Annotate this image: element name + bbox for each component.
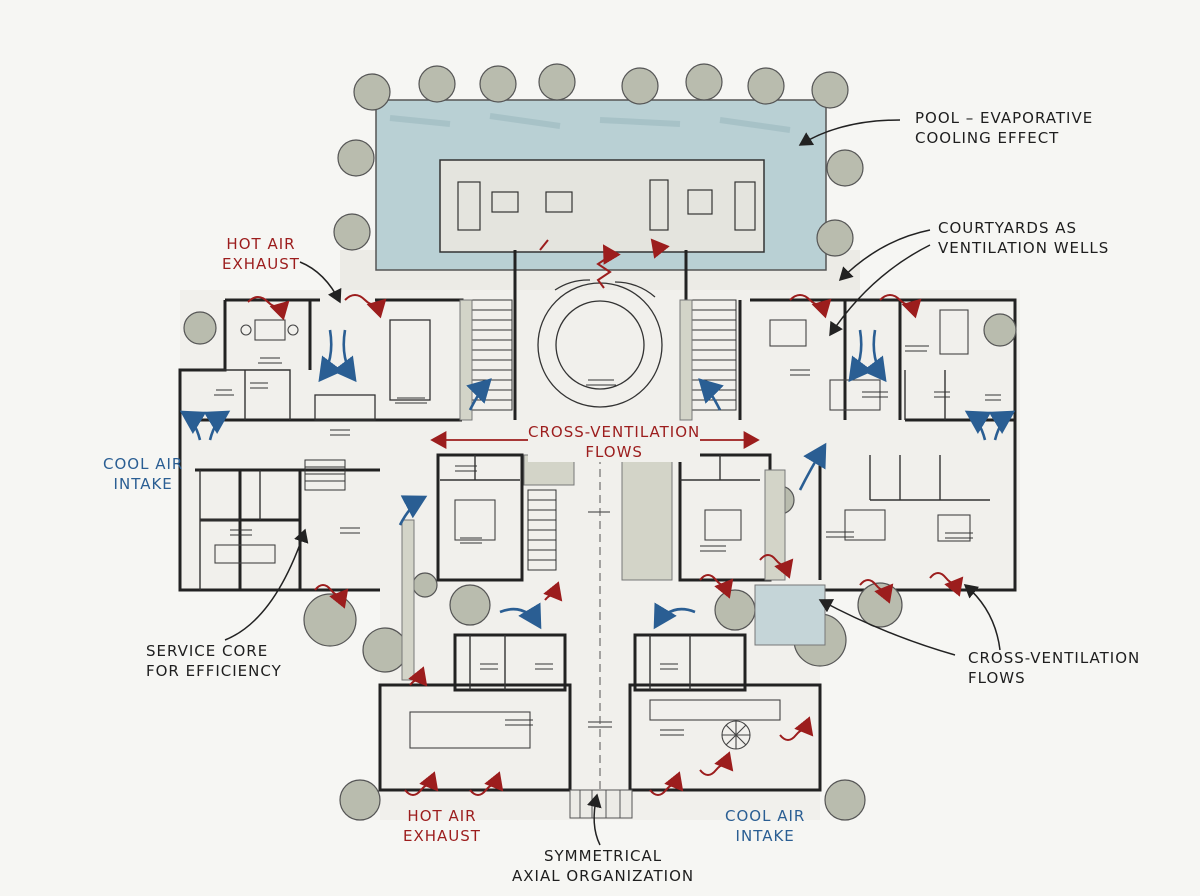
tree-icon [412, 572, 438, 598]
tree-icon [747, 67, 785, 105]
service-core-line1: SERVICE CORE [146, 642, 269, 660]
leader-arrow-icon [224, 528, 309, 641]
service-core-line2: FOR EFFICIENCY [146, 662, 282, 680]
furniture [214, 309, 971, 750]
hot-air-top-line2: EXHAUST [222, 255, 300, 273]
cross-ventilation-right-label: CROSS-VENTILATION FLOWS [968, 648, 1140, 688]
tree-icon [333, 213, 371, 251]
leader-arrow-icon [829, 244, 931, 337]
hot-air-arrow-icon [649, 771, 684, 796]
courtyards-label: COURTYARDS AS VENTILATION WELLS [938, 218, 1109, 258]
cross-ventilation-center-label: CROSS-VENTILATION FLOWS [528, 422, 701, 462]
pool [375, 99, 827, 271]
leader-arrow-icon [818, 599, 956, 656]
symmetrical-axial-label: SYMMETRICAL AXIAL ORGANIZATION [512, 846, 694, 886]
cool-air-arrow-icon [398, 495, 428, 526]
tree-icon [418, 65, 456, 103]
cool-air-arrow-icon [466, 378, 492, 411]
leader-arrow-icon [299, 261, 342, 304]
symmetrical-line1: SYMMETRICAL [543, 847, 663, 865]
cool-air-arrow-icon [332, 329, 357, 383]
cool-air-left-line1: COOL AIR [103, 455, 184, 473]
hot-air-arrow-icon [699, 574, 734, 599]
hot-air-arrow-icon [779, 716, 814, 741]
cross-vent-center-line1: CROSS-VENTILATION [528, 423, 701, 441]
hot-air-top-line1: HOT AIR [226, 235, 296, 253]
cool-air-arrow-icon [798, 442, 827, 491]
hot-air-arrow-icon [344, 294, 387, 319]
hot-air-exhaust-bottom-label: HOT AIR EXHAUST [403, 806, 481, 846]
hot-air-arrow-icon [789, 294, 832, 319]
leader-arrow-icon [963, 584, 1001, 651]
cool-air-arrow-icon [862, 329, 887, 383]
tree-icon [479, 65, 517, 103]
cross-vent-right-line2: FLOWS [968, 669, 1026, 687]
tree-icon [339, 779, 381, 821]
courtyards-line1: COURTYARDS AS [938, 219, 1078, 237]
cool-air-arrow-icon [499, 602, 542, 630]
tree-icon [183, 311, 217, 345]
cool-air-arrow-icon [203, 410, 231, 441]
cool-air-bottom-line2: INTAKE [735, 827, 795, 845]
hot-air-exhaust-top-label: HOT AIR EXHAUST [222, 234, 300, 274]
leader-arrows [224, 119, 1001, 846]
tree-icon [353, 73, 391, 111]
cool-air-intake-left-label: COOL AIR INTAKE [103, 454, 183, 494]
cool-air-arrow-icon [698, 378, 724, 411]
cool-air-arrow-icon [318, 329, 343, 383]
pool-cooling-line1: POOL – EVAPORATIVE [915, 109, 1094, 127]
hot-air-arrow-icon [408, 666, 428, 687]
hot-air-arrows [247, 240, 964, 796]
symmetrical-line2: AXIAL ORGANIZATION [512, 867, 695, 885]
cross-vent-center-line2: FLOWS [585, 443, 643, 461]
hot-air-arrow-icon [759, 554, 794, 579]
cool-air-arrow-icon [988, 410, 1016, 441]
hot-air-arrow-icon [314, 584, 349, 609]
tree-icon [714, 589, 756, 631]
cool-air-arrow-icon [179, 410, 207, 441]
tree-icon [983, 313, 1017, 347]
tree-icon [449, 584, 491, 626]
leader-arrow-icon [798, 119, 901, 146]
room-label-scribbles [214, 345, 1001, 736]
partitions [199, 369, 990, 690]
hot-air-arrow-icon [596, 244, 621, 289]
cool-air-intake-bottom-label: COOL AIR INTAKE [725, 806, 805, 846]
courtyards-line2: VENTILATION WELLS [938, 239, 1110, 257]
cool-air-arrow-icon [848, 329, 873, 383]
cross-vent-right-line1: CROSS-VENTILATION [968, 649, 1141, 667]
tree-icon [362, 627, 408, 673]
pool-cooling-label: POOL – EVAPORATIVE COOLING EFFECT [915, 108, 1093, 148]
pool-cooling-line2: COOLING EFFECT [915, 129, 1060, 147]
tree-icon [538, 63, 576, 101]
cool-air-arrow-icon [964, 410, 992, 441]
tree-icon [621, 67, 659, 105]
hot-air-arrow-icon [859, 579, 894, 604]
hot-air-arrow-icon [929, 572, 964, 597]
cool-air-arrow-icon [653, 602, 696, 630]
leader-arrow-icon [838, 229, 931, 282]
hot-air-arrow-icon [469, 771, 504, 796]
reflecting-pool [754, 584, 826, 646]
hot-air-bottom-line1: HOT AIR [407, 807, 477, 825]
hot-air-arrow-icon [879, 294, 922, 319]
service-core-label: SERVICE CORE FOR EFFICIENCY [146, 641, 282, 681]
cool-air-left-line2: INTAKE [113, 475, 173, 493]
cool-air-arrows [179, 329, 1016, 630]
hot-air-arrow-icon [543, 581, 563, 602]
tree-icon [826, 149, 864, 187]
tree-icon [816, 219, 854, 257]
hot-air-arrow-icon [247, 296, 290, 321]
cool-air-bottom-line1: COOL AIR [725, 807, 806, 825]
leader-arrow-icon [586, 793, 602, 846]
hot-air-arrow-icon [699, 751, 734, 776]
tree-icon [685, 63, 723, 101]
tree-icon [811, 71, 849, 109]
hot-air-bottom-line2: EXHAUST [403, 827, 481, 845]
hot-air-arrow-icon [404, 771, 439, 796]
tree-icon [303, 593, 357, 647]
hot-air-arrow-icon [539, 240, 660, 250]
tree-icon [337, 139, 375, 177]
tree-icon [824, 779, 866, 821]
